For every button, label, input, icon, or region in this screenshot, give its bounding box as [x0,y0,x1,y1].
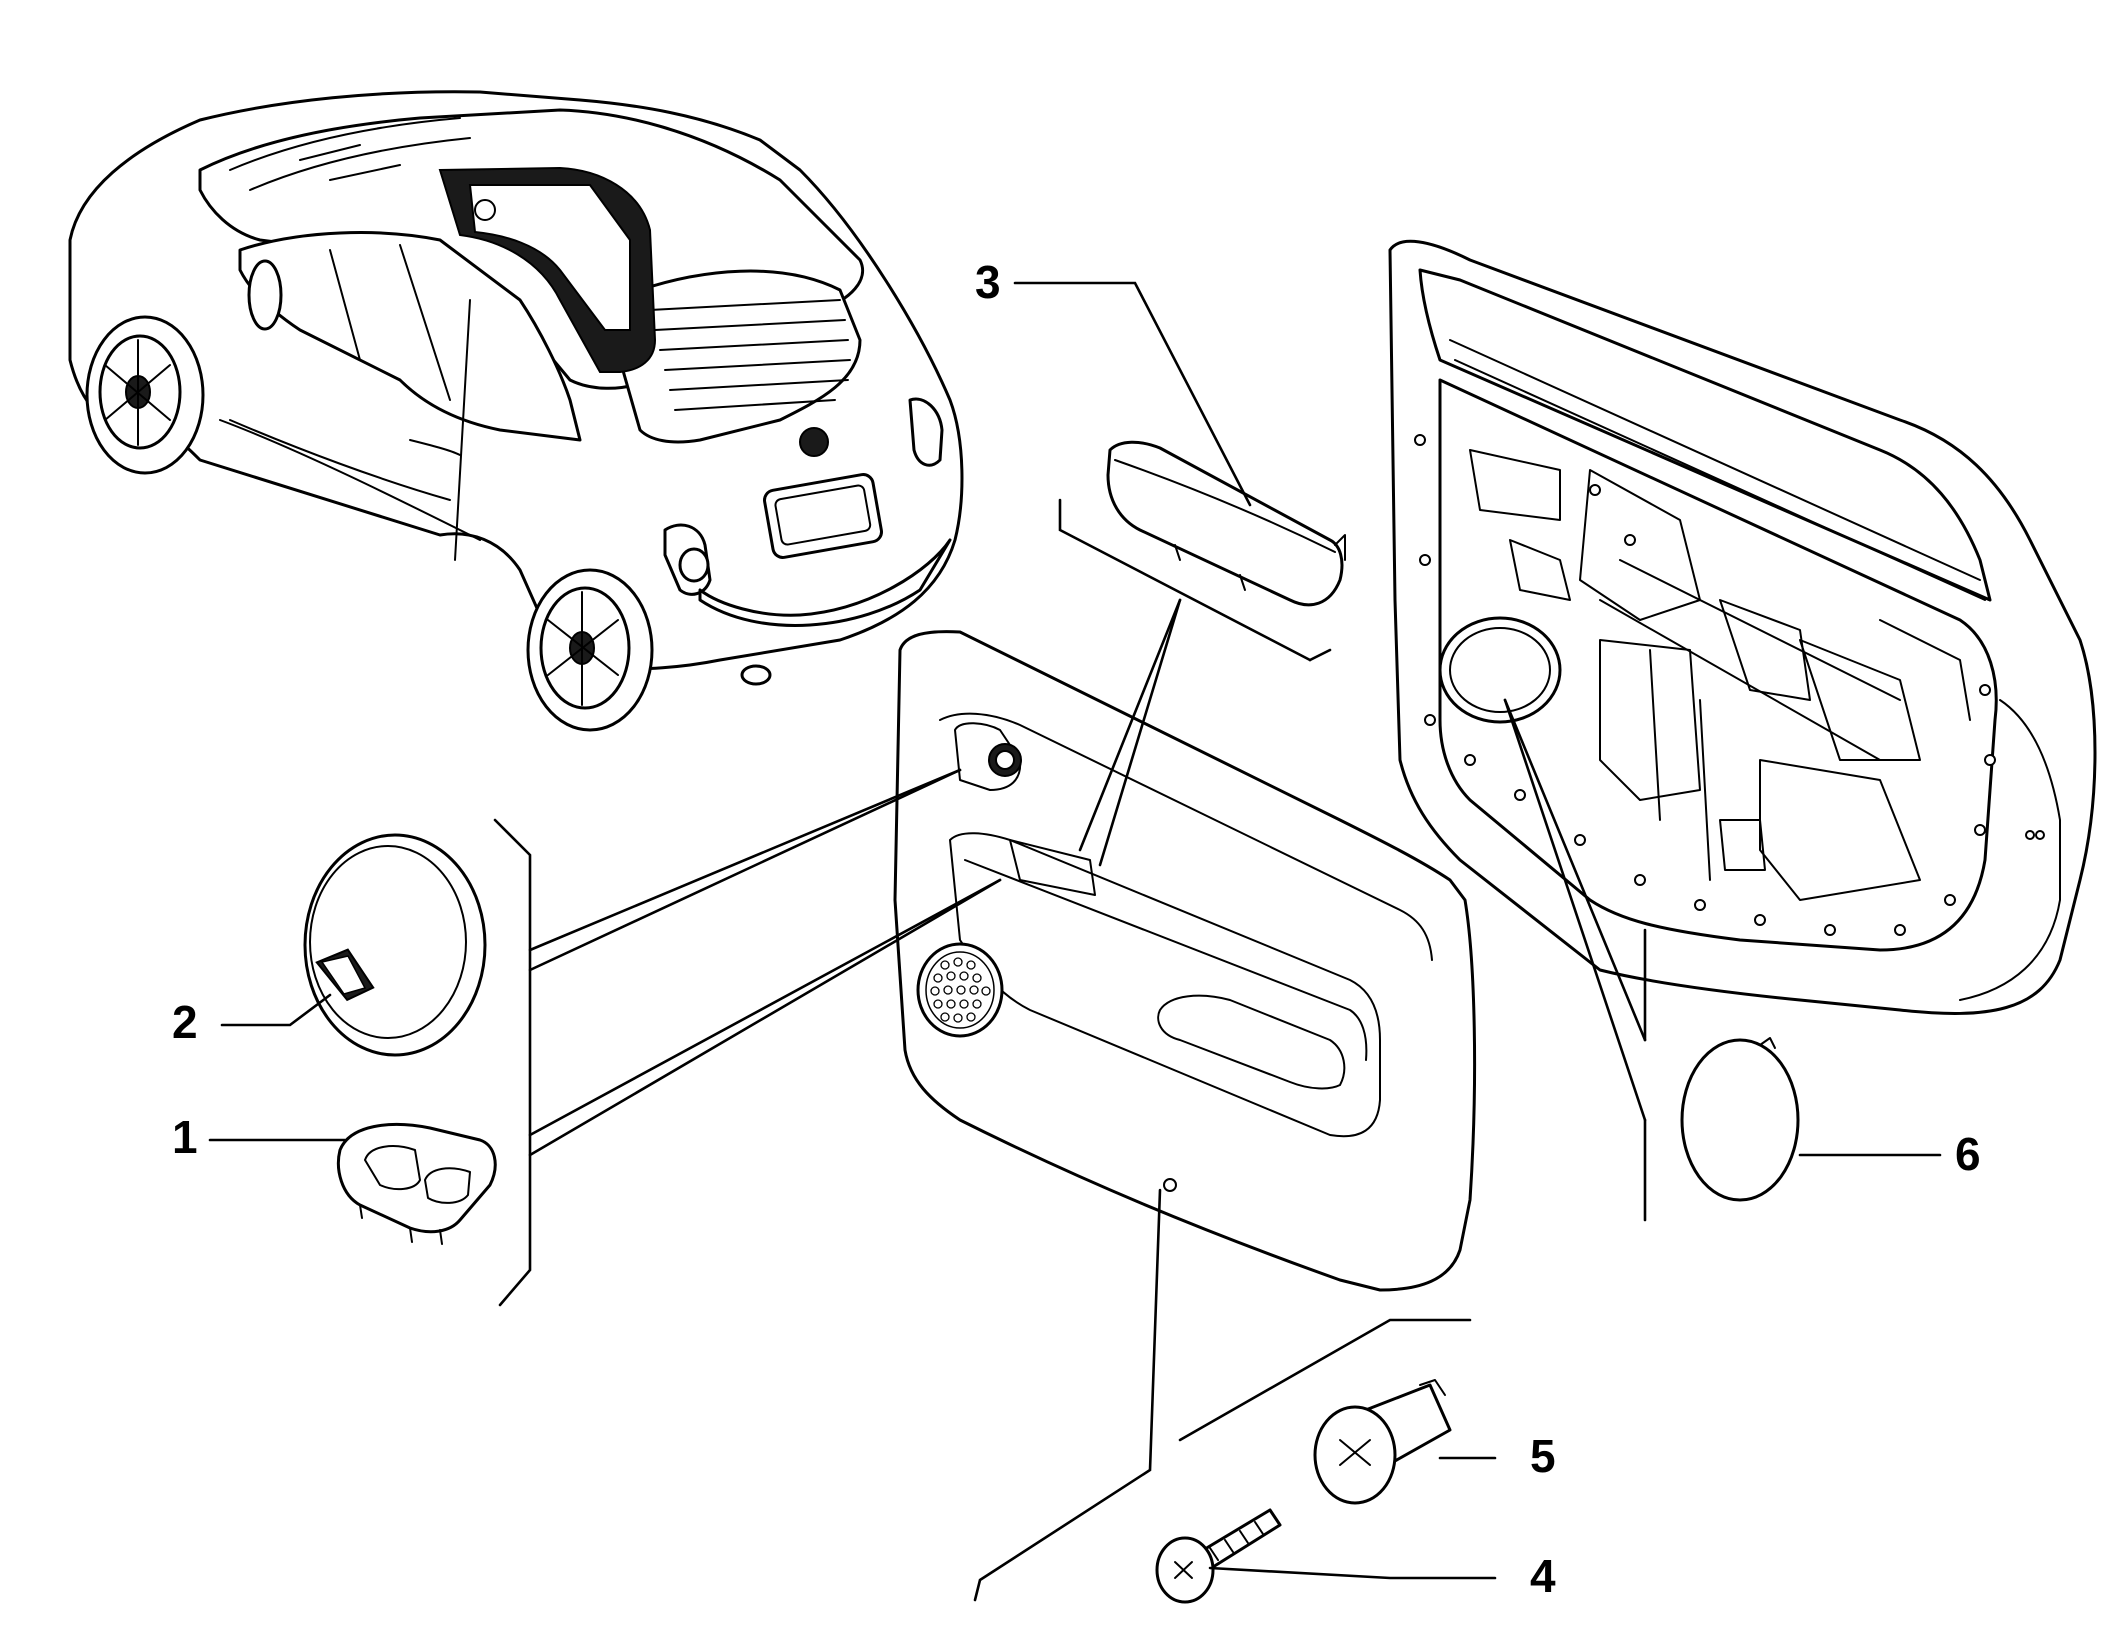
part-5-push-clip [1313,1379,1452,1505]
part-1-switch-bezel [336,1122,497,1245]
part-3-door-handle-trim [1106,440,1346,607]
callout-labels: 1 2 3 4 5 6 [172,256,1981,1602]
frame-holes [1414,434,2045,936]
callout-5: 5 [1530,1430,1556,1482]
callout-6: 6 [1955,1128,1981,1180]
part-2-speaker-cover [303,833,487,1057]
callout-3: 3 [975,256,1001,308]
callout-1: 1 [172,1111,198,1163]
car-illustration [68,90,964,732]
callout-2: 2 [172,996,198,1048]
leader-lines [208,281,1942,1602]
callout-4: 4 [1530,1550,1556,1602]
speaker-grille [916,942,1004,1038]
part-4-screw [1155,1508,1282,1604]
door-inner-frame [1388,239,2097,1015]
speaker-opening [1438,616,1562,724]
front-wheel [85,315,205,475]
part-6-speaker-seal [1680,1037,1800,1202]
rear-wheel [526,568,654,732]
door-trim-panel [893,630,1477,1292]
